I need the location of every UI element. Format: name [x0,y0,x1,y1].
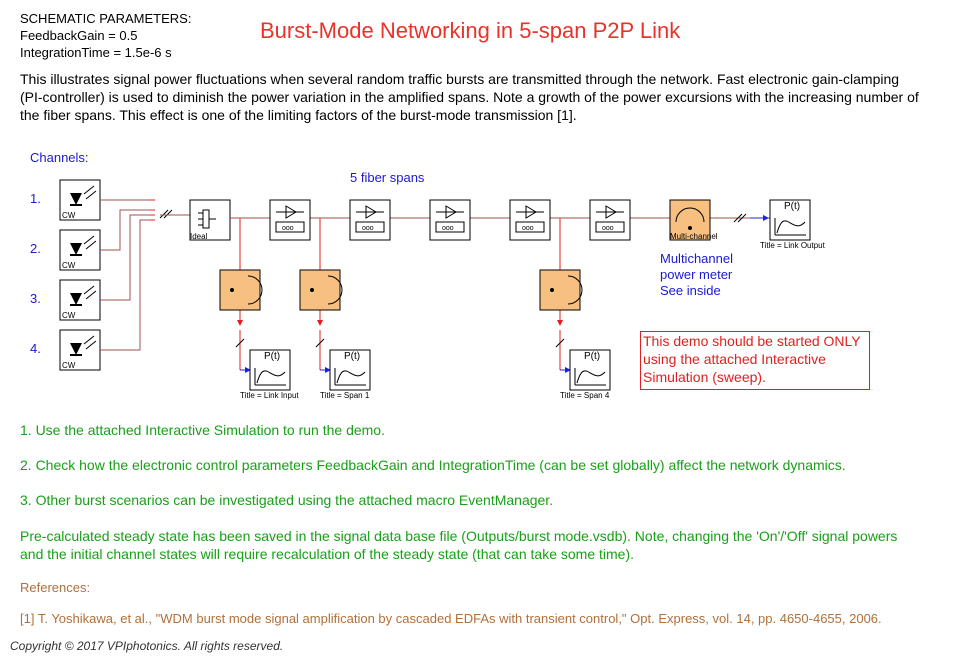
scope-glyph-span4: P(t) [584,351,601,362]
laser-source-3[interactable] [59,279,101,321]
note-1: 1. Use the attached Interactive Simulati… [20,422,385,438]
param-integration-time[interactable]: IntegrationTime = 1.5e-6 s [20,45,172,60]
description-text: This illustrates signal power fluctuatio… [20,71,919,123]
source-tag-1: CW [62,211,76,220]
span-block-1[interactable]: ooo [269,199,311,241]
scope-input-arrows [240,215,769,373]
svg-text:ooo: ooo [362,225,374,232]
meter-tag: Multi-channel [670,232,718,241]
meter-note-line-1: Multichannel [660,251,733,266]
multichannel-power-meter[interactable] [669,199,711,241]
svg-text:ooo: ooo [442,225,454,232]
power-meter-2[interactable] [299,269,343,311]
multiplexer[interactable] [189,199,231,241]
note-steady-state: Pre-calculated steady state has been sav… [20,528,898,562]
scope-link-output[interactable] [769,199,811,241]
svg-text:ooo: ooo [522,225,534,232]
scope-title-span-4: Title = Span 4 [560,391,610,400]
interactive-simulation-notice: This demo should be started ONLY using t… [640,331,870,390]
power-meter-3[interactable] [539,269,583,311]
meter-note-line-3: See inside [660,283,721,298]
svg-text:ooo: ooo [602,225,614,232]
params-heading: SCHEMATIC PARAMETERS: [20,11,192,26]
mux-tag: Ideal [190,232,208,241]
scope-glyph-span1: P(t) [344,351,361,362]
scope-span-4[interactable] [569,349,611,391]
scope-title-link-output: Title = Link Output [760,241,825,250]
reference-1: [1] T. Yoshikawa, et al., "WDM burst mod… [20,611,882,626]
source-tag-4: CW [62,361,76,370]
source-tag-3: CW [62,311,76,320]
span-block-5[interactable]: ooo [589,199,631,241]
scope-span-1[interactable] [329,349,371,391]
channel-number-1: 1. [30,191,41,206]
tap-wires [235,218,565,370]
schematic-parameters: SCHEMATIC PARAMETERS: FeedbackGain = 0.5… [20,10,191,61]
channel-number-2: 2. [30,241,41,256]
channel-number-3: 3. [30,291,41,306]
span-block-3[interactable]: ooo [429,199,471,241]
source-tag-2: CW [62,261,76,270]
channels-label: Channels: [30,150,89,165]
meter-note-line-2: power meter [660,267,733,282]
copyright: Copyright © 2017 VPIphotonics. All right… [10,639,284,653]
fiber-spans-label: 5 fiber spans [350,170,425,185]
scope-link-input[interactable] [249,349,291,391]
note-2: 2. Check how the electronic control para… [20,457,846,473]
scope-title-span-1: Title = Span 1 [320,391,370,400]
references-label: References: [20,580,91,595]
scope-glyph-input: P(t) [264,351,281,362]
laser-source-4[interactable] [59,329,101,371]
power-meter-1[interactable] [219,269,263,311]
param-feedback-gain[interactable]: FeedbackGain = 0.5 [20,28,138,43]
span-block-4[interactable]: ooo [509,199,551,241]
input-wires [100,199,190,351]
laser-source-2[interactable] [59,229,101,271]
scope-glyph-output: P(t) [784,201,801,212]
note-3: 3. Other burst scenarios can be investig… [20,492,554,508]
span-block-2[interactable]: ooo [349,199,391,241]
channel-number-4: 4. [30,341,41,356]
scope-title-link-input: Title = Link Input [240,391,299,400]
page-title: Burst-Mode Networking in 5-span P2P Link [260,18,681,43]
meter-note: Multichannel power meter See inside [660,251,733,299]
svg-text:ooo: ooo [282,225,294,232]
